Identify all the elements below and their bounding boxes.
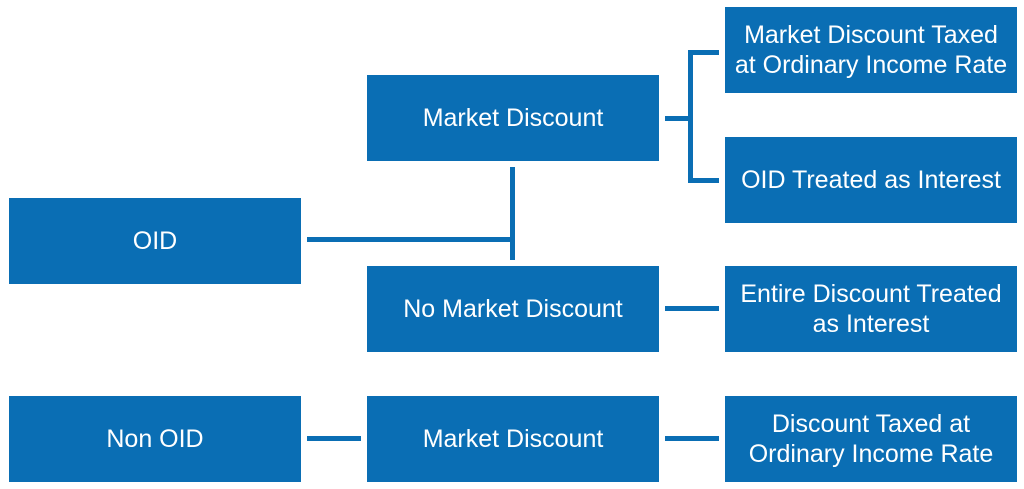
node-result-discount-taxed: Discount Taxed at Ordinary Income Rate bbox=[725, 396, 1017, 482]
node-oid: OID bbox=[9, 198, 301, 284]
connector-oid-to-branches bbox=[307, 237, 513, 242]
connector-bracket-vertical bbox=[688, 50, 693, 183]
node-no-market-discount: No Market Discount bbox=[367, 266, 659, 352]
connector-market-discount-out bbox=[665, 116, 691, 121]
node-market-discount: Market Discount bbox=[367, 75, 659, 161]
node-result-market-discount-taxed: Market Discount Taxed at Ordinary Income… bbox=[725, 7, 1017, 93]
connector-bracket-top bbox=[688, 50, 719, 55]
node-non-oid: Non OID bbox=[9, 396, 301, 482]
node-result-entire-discount-treated-as-interest: Entire Discount Treated as Interest bbox=[725, 266, 1017, 352]
connector-market-discount-2-out bbox=[665, 436, 719, 441]
connector-bracket-bottom bbox=[688, 178, 719, 183]
node-result-oid-treated-as-interest: OID Treated as Interest bbox=[725, 137, 1017, 223]
connector-non-oid-to-market-discount bbox=[307, 436, 361, 441]
node-market-discount-non-oid: Market Discount bbox=[367, 396, 659, 482]
connector-no-market-discount-out bbox=[665, 306, 719, 311]
connector-branch-vertical bbox=[510, 167, 515, 260]
